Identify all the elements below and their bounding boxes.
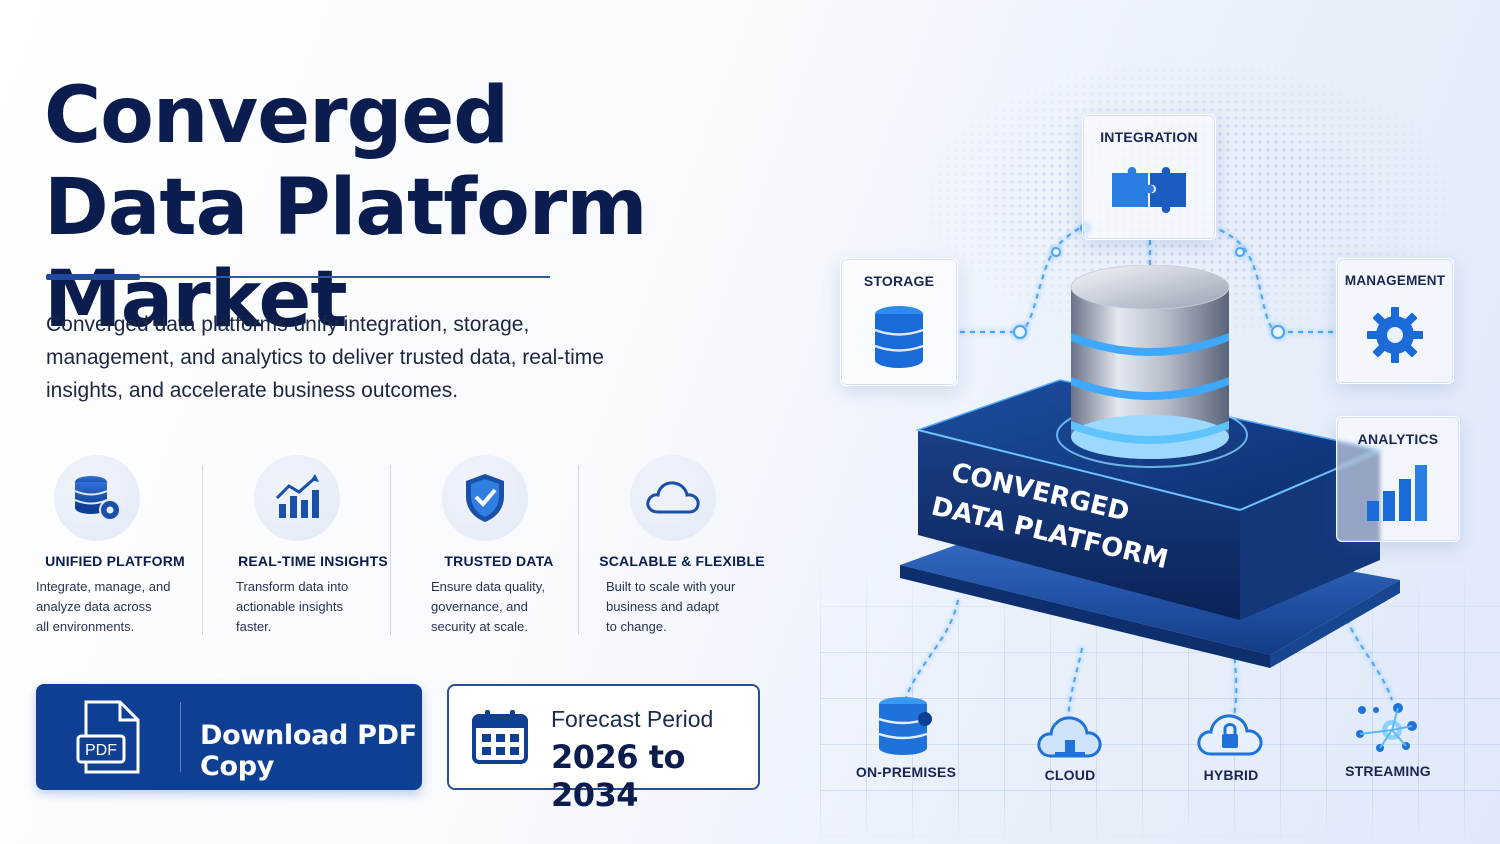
calendar-icon [472,710,528,764]
cloud-icon [630,455,716,541]
card-title: ANALYTICS [1357,431,1439,447]
platform-base: CONVERGED DATA PLATFORM [900,379,1400,668]
title-line-2: Data Platform Market [44,163,648,345]
feature-separator [578,465,579,635]
source-label: ON-PREMISES [855,764,957,780]
title-divider-accent [46,274,140,280]
database-gear-icon [54,455,140,541]
intro-paragraph: Converged data platforms unify integrati… [46,313,604,402]
feature-desc: Ensure data quality, governance, and sec… [431,577,545,637]
button-divider [180,702,181,772]
bar-chart-icon [1337,461,1459,523]
source-cloud: CLOUD [1010,712,1130,783]
feature-desc-line: faster. [236,619,272,634]
card-analytics: ANALYTICS [1336,416,1460,542]
feature-real-time-insights: REAL-TIME INSIGHTS Transform data into a… [216,455,404,645]
feature-desc-line: governance, and [431,599,528,614]
card-integration: INTEGRATION [1082,114,1216,240]
feature-title: TRUSTED DATA [444,553,554,569]
card-title: MANAGEMENT [1344,273,1446,288]
feature-separator [202,465,203,635]
source-label: CLOUD [1044,767,1096,783]
shield-check-icon [442,455,528,541]
feature-desc-line: Built to scale with your [606,579,736,594]
feature-desc-line: analyze data across [36,599,152,614]
feature-desc: Built to scale with your business and ad… [606,577,735,637]
feature-unified-platform: UNIFIED PLATFORM Integrate, manage, and … [20,455,208,645]
source-label: STREAMING [1345,763,1431,779]
page-title: Converged Data Platform Market [44,70,864,346]
feature-title: SCALABLE & FLEXIBLE [599,553,765,569]
source-label: HYBRID [1203,767,1259,783]
feature-desc: Transform data into actionable insights … [236,577,348,637]
forecast-value: 2026 to 2034 [551,738,685,814]
feature-list: UNIFIED PLATFORM Integrate, manage, and … [20,455,780,645]
feature-desc-line: actionable insights [236,599,343,614]
download-pdf-button[interactable]: PDF Download PDF Copy [36,684,422,790]
server-stack-icon [878,697,932,755]
forecast-period-box: Forecast Period 2026 to 2034 [447,684,760,814]
card-management: MANAGEMENT [1336,258,1454,384]
central-database-icon [1070,265,1230,459]
download-label: Download PDF Copy [200,720,417,782]
platform-illustration: CONVERGED DATA PLATFORM INTEGRA [820,100,1500,844]
feature-desc-line: all environments. [36,619,135,634]
feature-desc-line: security at scale. [431,619,528,634]
card-storage: STORAGE [840,258,958,386]
database-icon [841,305,957,369]
card-title: INTEGRATION [1100,129,1198,145]
feature-desc-line: Transform data into [236,579,349,594]
feature-title: UNIFIED PLATFORM [45,553,185,569]
feature-separator [390,465,391,635]
forecast-label: Forecast Period [551,706,714,732]
pdf-badge-text: PDF [85,742,117,759]
pdf-file-icon: PDF [76,700,140,774]
source-on-premises: ON-PREMISES [846,695,966,780]
feature-trusted-data: TRUSTED DATA Ensure data quality, govern… [404,455,592,645]
cloud-icon [1037,716,1102,758]
feature-desc-line: Integrate, manage, and [36,579,171,594]
feature-title: REAL-TIME INSIGHTS [238,553,388,569]
feature-scalable-flexible: SCALABLE & FLEXIBLE Built to scale with … [590,455,778,645]
card-title: STORAGE [863,273,935,289]
feature-desc: Integrate, manage, and analyze data acro… [36,577,170,637]
feature-desc-line: to change. [606,619,667,634]
hybrid-cloud-lock-icon [1197,714,1263,756]
title-divider [46,276,550,278]
title-line-1: Converged [44,71,509,161]
streaming-nodes-icon [1356,703,1417,752]
chart-trend-icon [254,455,340,541]
source-streaming: STREAMING [1328,698,1448,779]
feature-desc-line: Ensure data quality, [431,579,545,594]
gear-icon [1337,305,1453,365]
feature-desc-line: business and adapt [606,599,719,614]
source-hybrid: HYBRID [1171,708,1291,783]
puzzle-icon [1083,159,1215,223]
